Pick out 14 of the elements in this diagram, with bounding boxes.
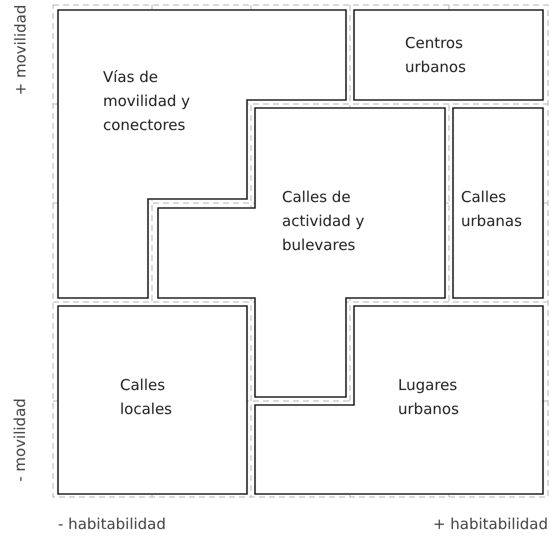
axis-label: + habitabilidad — [432, 515, 548, 533]
region-label: Calles de actividad y bulevares — [282, 187, 366, 256]
category-region — [57, 305, 248, 495]
axis-label: - habitabilidad — [58, 515, 166, 533]
region-label: Calles urbanas — [461, 187, 523, 232]
region-label: Calles locales — [120, 375, 173, 420]
axis-label: + movilidad — [11, 4, 29, 96]
category-region — [353, 9, 544, 101]
category-region — [254, 305, 544, 495]
region-label: Lugares urbanos — [398, 375, 460, 420]
region-label: Centros urbanos — [405, 33, 467, 78]
axis-label: - movilidad — [11, 398, 29, 482]
region-label: Vías de movilidad y conectores — [103, 67, 192, 136]
category-region — [452, 107, 544, 299]
